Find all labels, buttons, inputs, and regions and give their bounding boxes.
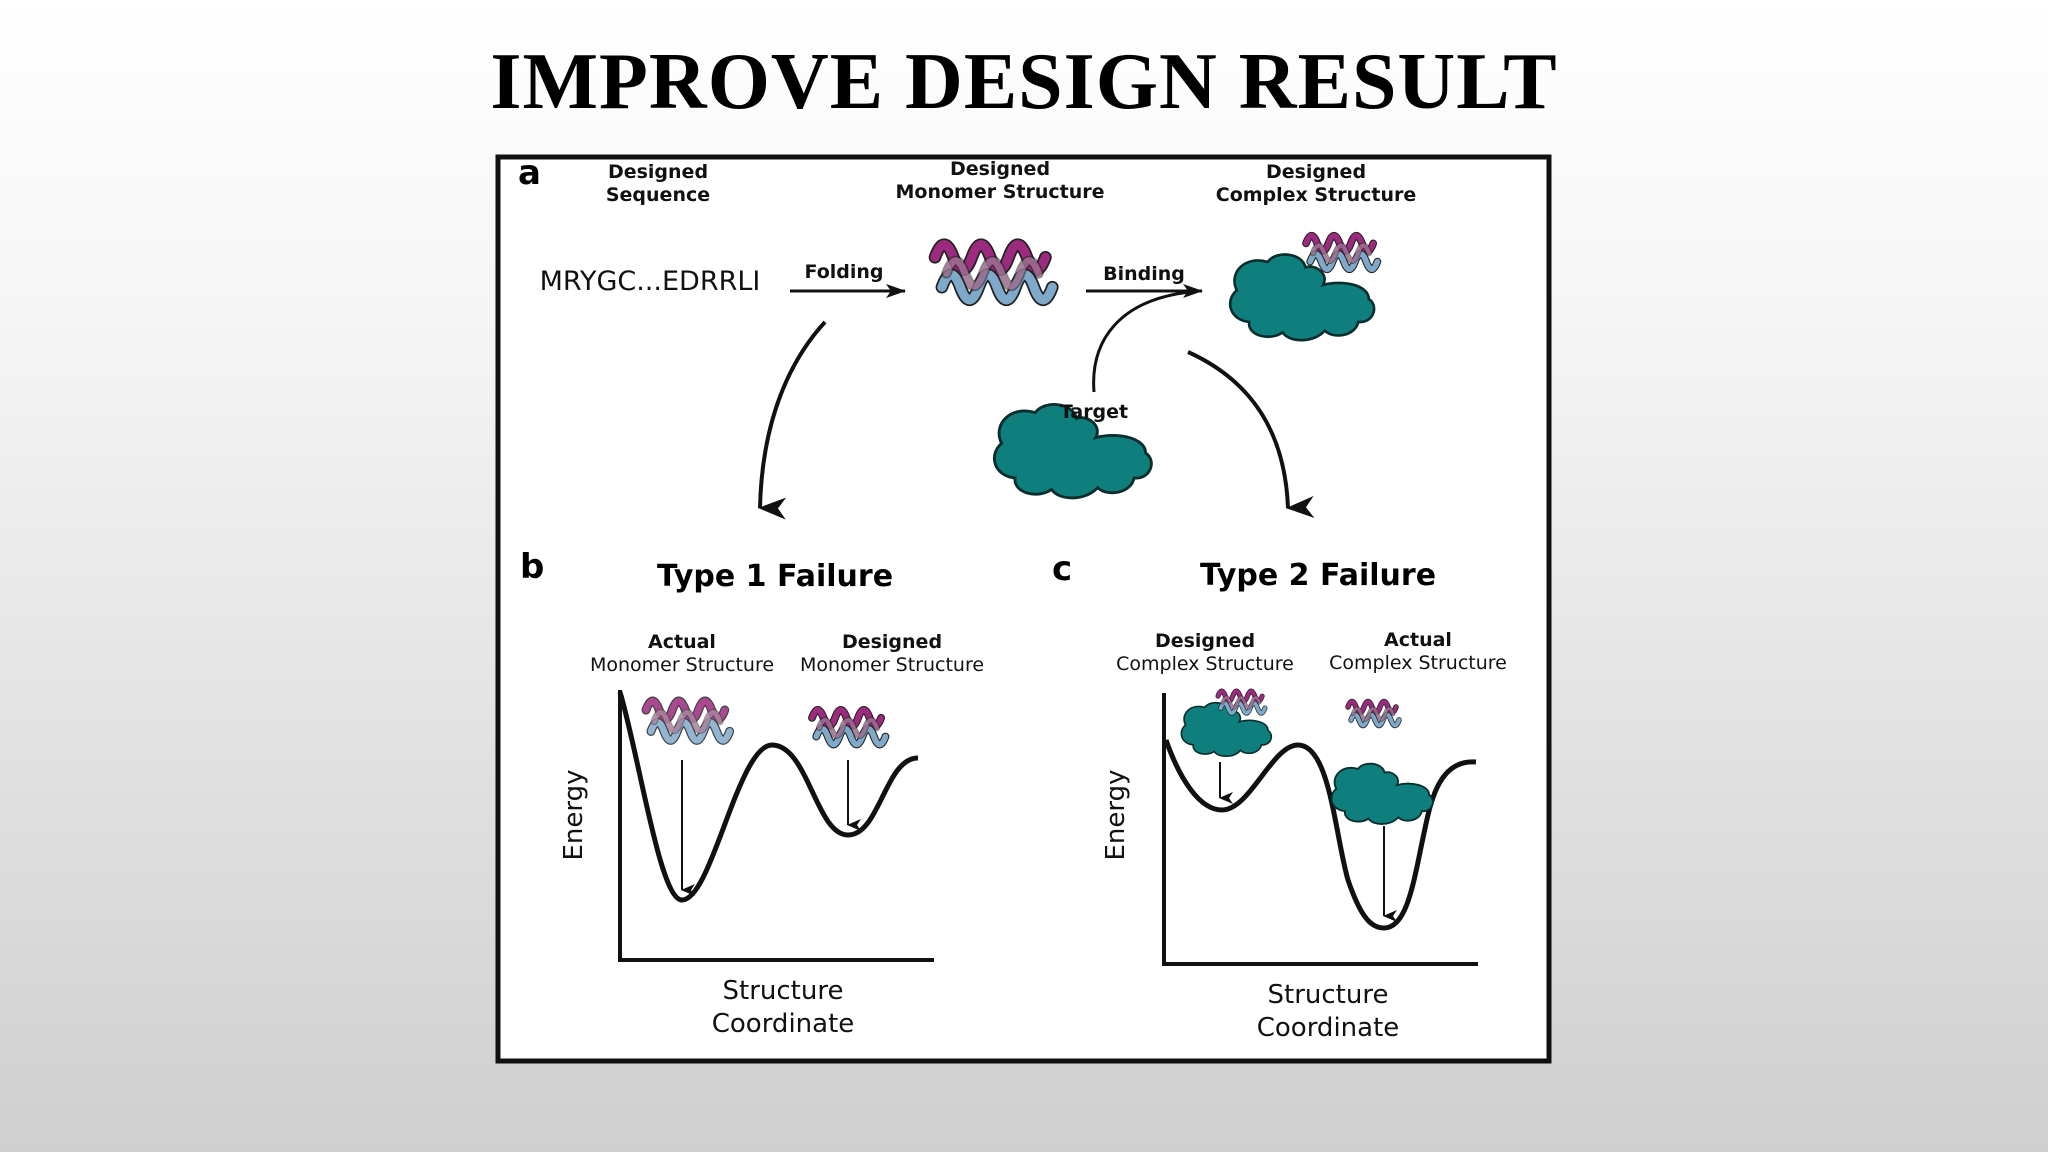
type2-title: Type 2 Failure [1200,558,1436,593]
panel-a-letter: a [518,153,541,193]
type2-left-label-bold: Designed [1155,630,1255,652]
type1-title: Type 1 Failure [657,559,893,594]
panel-c-letter: c [1052,549,1072,589]
type1-energy-curve [617,691,919,903]
designed-complex-label-line2: Complex Structure [1216,184,1416,206]
designed-sequence-label-line1: Designed [608,161,708,183]
type2-axes [1162,693,1478,966]
type2-x-axis-label-line2: Coordinate [1257,1013,1400,1043]
type2-right-label-bold: Actual [1384,629,1452,651]
type1-axes [618,690,934,962]
type2-energy-curve [1163,739,1477,931]
sequence-text: MRYGC...EDRRLI [540,266,761,297]
type2-left-label: Complex Structure [1116,653,1294,675]
type2-y-axis-label: Energy [1101,769,1131,860]
designed-complex-label-line1: Designed [1266,161,1366,183]
designed-sequence-label-line2: Sequence [606,184,710,206]
slide-title: IMPROVE DESIGN RESULT [490,38,1558,126]
type1-right-label: Monomer Structure [800,654,984,676]
binding-label: Binding [1103,263,1185,285]
type2-x-axis-label-line1: Structure [1268,980,1389,1010]
to-type2-arrow [1187,350,1315,518]
type1-x-axis-label-line2: Coordinate [712,1009,855,1039]
type1-right-label-bold: Designed [842,631,942,653]
target-label: Target [1060,401,1128,423]
type2-right-label: Complex Structure [1329,652,1507,674]
type1-left-label-bold: Actual [648,631,716,653]
to-type1-arrow [758,320,827,520]
type1-y-axis-label: Energy [559,769,589,860]
designed-monomer-label-line2: Monomer Structure [896,181,1105,203]
folding-label: Folding [804,261,883,283]
target-curve [1092,290,1191,393]
type1-left-label: Monomer Structure [590,654,774,676]
designed-monomer-label-line1: Designed [950,158,1050,180]
panel-b-letter: b [520,547,544,587]
type1-x-axis-label-line1: Structure [723,976,844,1006]
